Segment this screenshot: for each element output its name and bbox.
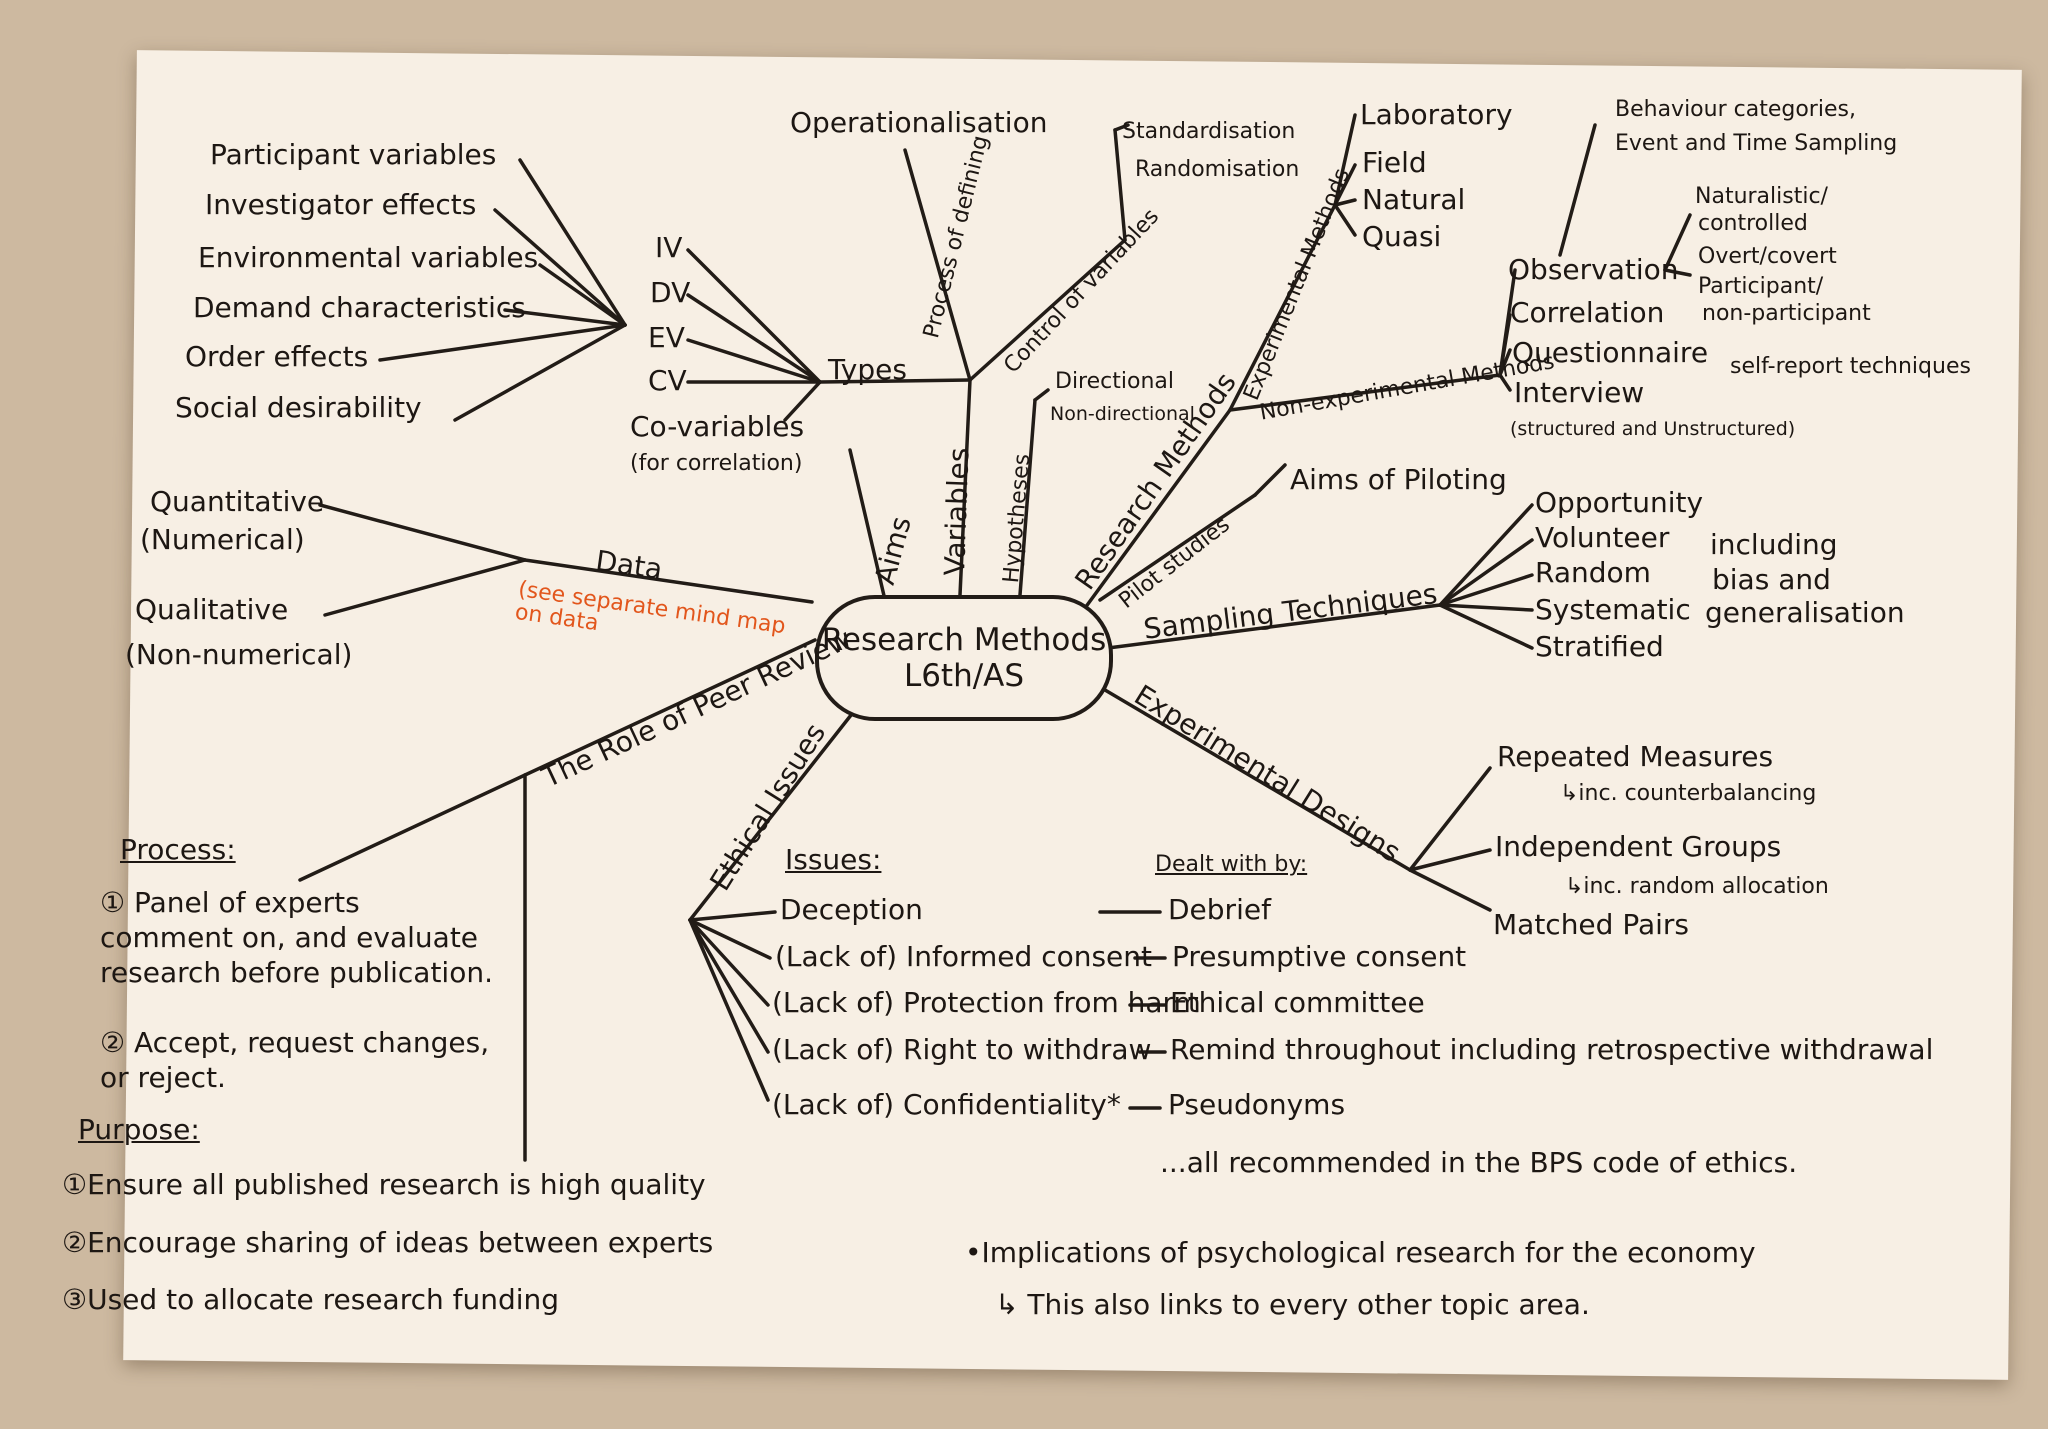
issue-protection-harm: (Lack of) Protection from harm	[772, 986, 1201, 1019]
directional-label: Directional	[1055, 369, 1174, 394]
participant-label: Participant/	[1698, 274, 1824, 299]
non-participant-label: non-participant	[1702, 301, 1871, 326]
quasi-label: Quasi	[1362, 220, 1442, 253]
naturalistic-label: Naturalistic/	[1695, 184, 1828, 209]
overt-covert-label: Overt/covert	[1698, 244, 1837, 269]
issue-right-withdraw: (Lack of) Right to withdraw	[772, 1033, 1152, 1066]
issues-heading: Issues:	[785, 843, 882, 876]
event-time-sampling-label: Event and Time Sampling	[1615, 131, 1898, 156]
issue-deception: Deception	[780, 893, 923, 926]
economy-bullet: •Implications of psychological research …	[965, 1236, 1756, 1269]
aims-of-piloting-label: Aims of Piloting	[1290, 463, 1507, 496]
dealt-presumptive-consent: Presumptive consent	[1172, 940, 1467, 973]
extraneous-social: Social desirability	[175, 391, 422, 424]
independent-groups-note: ↳inc. random allocation	[1565, 874, 1829, 899]
types-label: Types	[828, 353, 907, 386]
field-label: Field	[1362, 146, 1427, 179]
randomisation-label: Randomisation	[1135, 157, 1300, 182]
repeated-measures-note: ↳inc. counterbalancing	[1560, 781, 1817, 806]
process-heading: Process:	[120, 833, 236, 866]
purpose-item-1: ①Ensure all published research is high q…	[62, 1168, 706, 1201]
sampling-note-2: bias and	[1712, 563, 1831, 596]
matched-pairs-label: Matched Pairs	[1493, 908, 1689, 941]
interview-note: (structured and Unstructured)	[1510, 418, 1796, 440]
independent-groups-label: Independent Groups	[1495, 830, 1782, 863]
quantitative-label: Quantitative	[150, 485, 325, 518]
numerical-label: (Numerical)	[140, 523, 305, 556]
standardisation-label: Standardisation	[1122, 119, 1296, 144]
cv-label: CV	[648, 364, 687, 397]
random-label: Random	[1535, 556, 1651, 589]
natural-label: Natural	[1362, 183, 1466, 216]
dealt-pseudonyms: Pseudonyms	[1168, 1088, 1346, 1121]
laboratory-label: Laboratory	[1360, 98, 1513, 131]
extraneous-environmental: Environmental variables	[198, 241, 539, 274]
variables-branch-label: Variables	[938, 447, 976, 577]
dealt-with-heading: Dealt with by:	[1155, 852, 1308, 877]
issue-informed-consent: (Lack of) Informed consent	[775, 940, 1153, 973]
questionnaire-label: Questionnaire	[1512, 336, 1709, 369]
purpose-item-3: ③Used to allocate research funding	[62, 1283, 560, 1316]
systematic-label: Systematic	[1535, 593, 1691, 626]
central-topic-title: Research Methods	[821, 622, 1107, 658]
sampling-note-1: including	[1710, 528, 1838, 561]
central-topic: Research Methods L6th/AS	[815, 595, 1113, 721]
non-numerical-label: (Non-numerical)	[125, 638, 353, 671]
observation-label: Observation	[1508, 253, 1679, 286]
qualitative-label: Qualitative	[135, 593, 289, 626]
dv-label: DV	[650, 276, 691, 309]
issue-confidentiality: (Lack of) Confidentiality*	[772, 1088, 1121, 1121]
iv-label: IV	[655, 231, 683, 264]
extraneous-investigator: Investigator effects	[205, 188, 477, 221]
ev-label: EV	[648, 321, 685, 354]
ethics-footnote: ...all recommended in the BPS code of et…	[1160, 1146, 1798, 1179]
opportunity-label: Opportunity	[1535, 486, 1704, 519]
extraneous-participant: Participant variables	[210, 138, 497, 171]
dealt-debrief: Debrief	[1168, 893, 1271, 926]
extraneous-demand: Demand characteristics	[193, 291, 526, 324]
correlation-label: Correlation	[1510, 296, 1665, 329]
sampling-note-3: generalisation	[1705, 596, 1905, 629]
repeated-measures-label: Repeated Measures	[1497, 740, 1774, 773]
process-item-2: ② Accept, request changes, or reject.	[100, 1026, 490, 1094]
covariables-label: Co-variables	[630, 410, 805, 443]
purpose-item-2: ②Encourage sharing of ideas between expe…	[62, 1226, 714, 1259]
interview-label: Interview	[1514, 376, 1645, 409]
covariables-note: (for correlation)	[630, 451, 803, 476]
economy-link: ↳ This also links to every other topic a…	[995, 1288, 1590, 1321]
dealt-ethical-committee: Ethical committee	[1170, 986, 1425, 1019]
volunteer-label: Volunteer	[1535, 521, 1670, 554]
behaviour-categories-label: Behaviour categories,	[1615, 97, 1856, 122]
dealt-remind-throughout: Remind throughout including retrospectiv…	[1170, 1033, 1934, 1066]
extraneous-order: Order effects	[185, 340, 369, 373]
process-item-1: ① Panel of experts comment on, and evalu…	[100, 886, 493, 989]
purpose-heading: Purpose:	[78, 1113, 200, 1146]
central-topic-level: L6th/AS	[903, 658, 1025, 694]
non-directional-label: Non-directional	[1050, 403, 1195, 425]
operationalisation-label: Operationalisation	[790, 106, 1048, 139]
controlled-label: controlled	[1698, 211, 1808, 236]
stratified-label: Stratified	[1535, 630, 1664, 663]
self-report-label: self-report techniques	[1730, 354, 1971, 379]
